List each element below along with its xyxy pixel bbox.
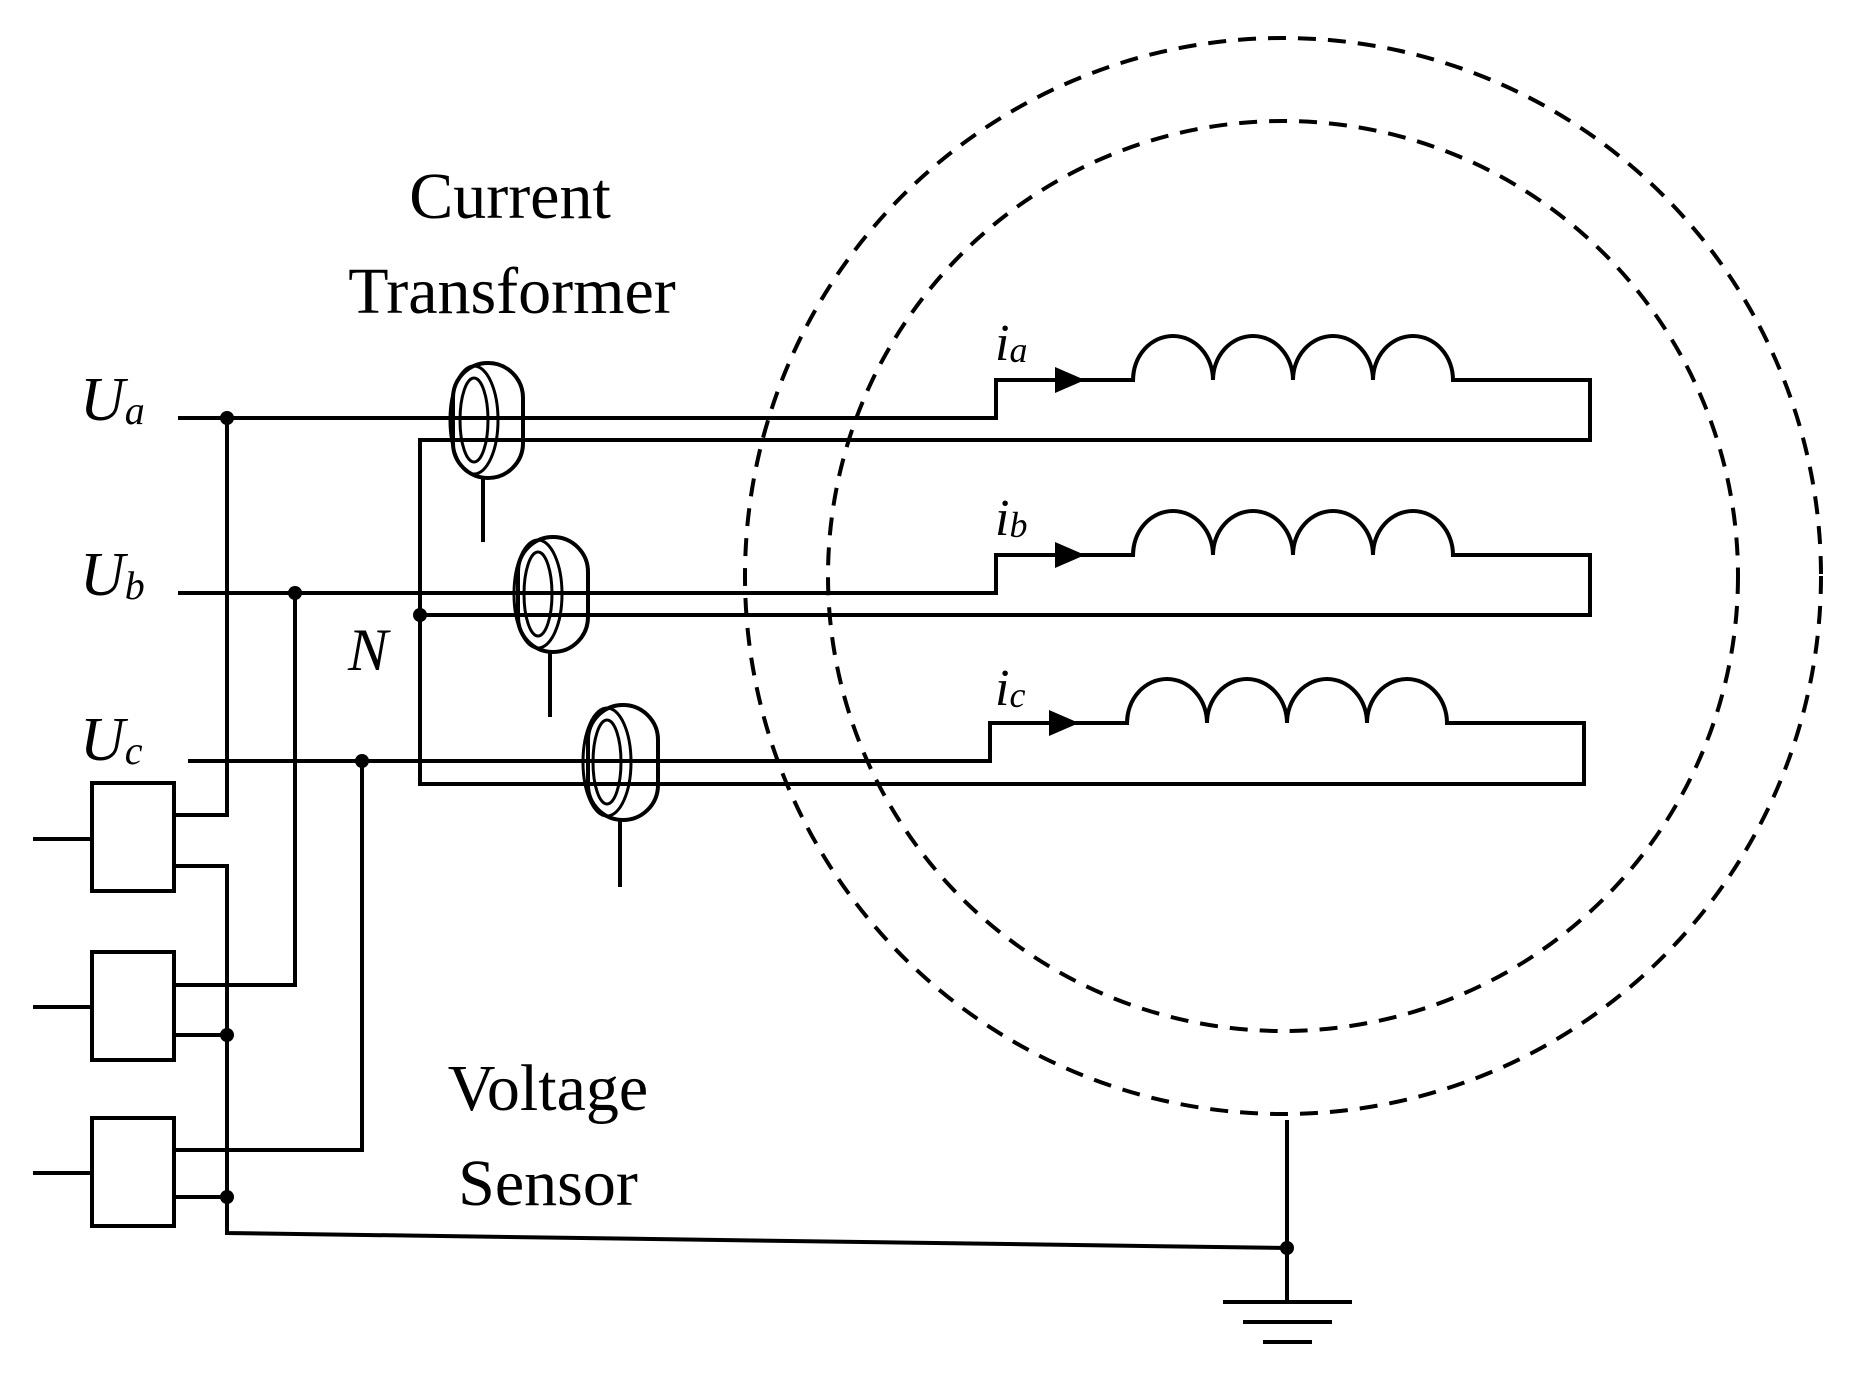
ground-connection xyxy=(1223,1120,1352,1344)
phase-b-current-arrow xyxy=(1055,542,1085,568)
voltage-sensor-title-line2: Sensor xyxy=(458,1147,638,1220)
vs-common-return xyxy=(172,864,1290,1251)
voltage-sensor-title-line1: Voltage xyxy=(448,1052,648,1125)
vs-return-c-dot xyxy=(220,1190,234,1204)
phase-b-winding-coil xyxy=(418,509,1592,617)
current-transformer-title-line1: Current xyxy=(409,160,611,233)
stator-outer-circle xyxy=(743,36,1823,1116)
phase-b-voltage-label: Ub xyxy=(80,541,145,609)
voltage-sensor-a-box xyxy=(90,781,176,893)
vs-return-b-dot xyxy=(220,1028,234,1042)
phase-b-circuit xyxy=(178,509,1592,617)
current-transformer-title-line2: Transformer xyxy=(348,255,676,328)
vs-tap-b-dot xyxy=(288,586,302,600)
phase-a-current-arrow xyxy=(1055,367,1085,393)
phase-c-current-label: ic xyxy=(995,660,1025,717)
text-labels: Current Transformer Voltage Sensor N Ua … xyxy=(80,160,1027,1220)
phase-c-circuit xyxy=(188,677,1586,786)
ground-icon xyxy=(1223,1300,1352,1344)
voltage-sensor-wiring xyxy=(33,411,1290,1251)
voltage-sensor-c-box xyxy=(90,1116,176,1228)
phase-c-voltage-label: Uc xyxy=(80,706,143,774)
current-transformer-a xyxy=(448,361,525,542)
current-transformer-c xyxy=(581,703,660,887)
vs-tap-a-dot xyxy=(220,411,234,425)
phase-a-circuit xyxy=(178,334,1592,442)
ground-node-dot xyxy=(1280,1241,1294,1255)
neutral-label: N xyxy=(347,617,391,683)
rotor-inner-circle xyxy=(826,119,1740,1033)
phase-a-winding-coil xyxy=(433,334,1592,442)
phase-c-winding-coil xyxy=(418,677,1586,786)
neutral-node-dot xyxy=(413,608,427,622)
phase-b-supply-wire xyxy=(178,553,1135,595)
neutral-bus xyxy=(413,438,502,786)
current-transformer-b xyxy=(512,535,590,717)
vs-tap-c-dot xyxy=(355,754,369,768)
phase-a-current-label: ia xyxy=(995,315,1027,372)
motor-outline xyxy=(743,36,1823,1116)
phase-c-current-arrow xyxy=(1049,710,1079,736)
phase-b-current-label: ib xyxy=(995,490,1027,547)
voltage-sensor-b-box xyxy=(90,950,176,1062)
neutral-wire xyxy=(418,438,437,786)
phase-a-supply-wire xyxy=(178,378,1135,420)
phase-a-voltage-label: Ua xyxy=(80,366,145,434)
